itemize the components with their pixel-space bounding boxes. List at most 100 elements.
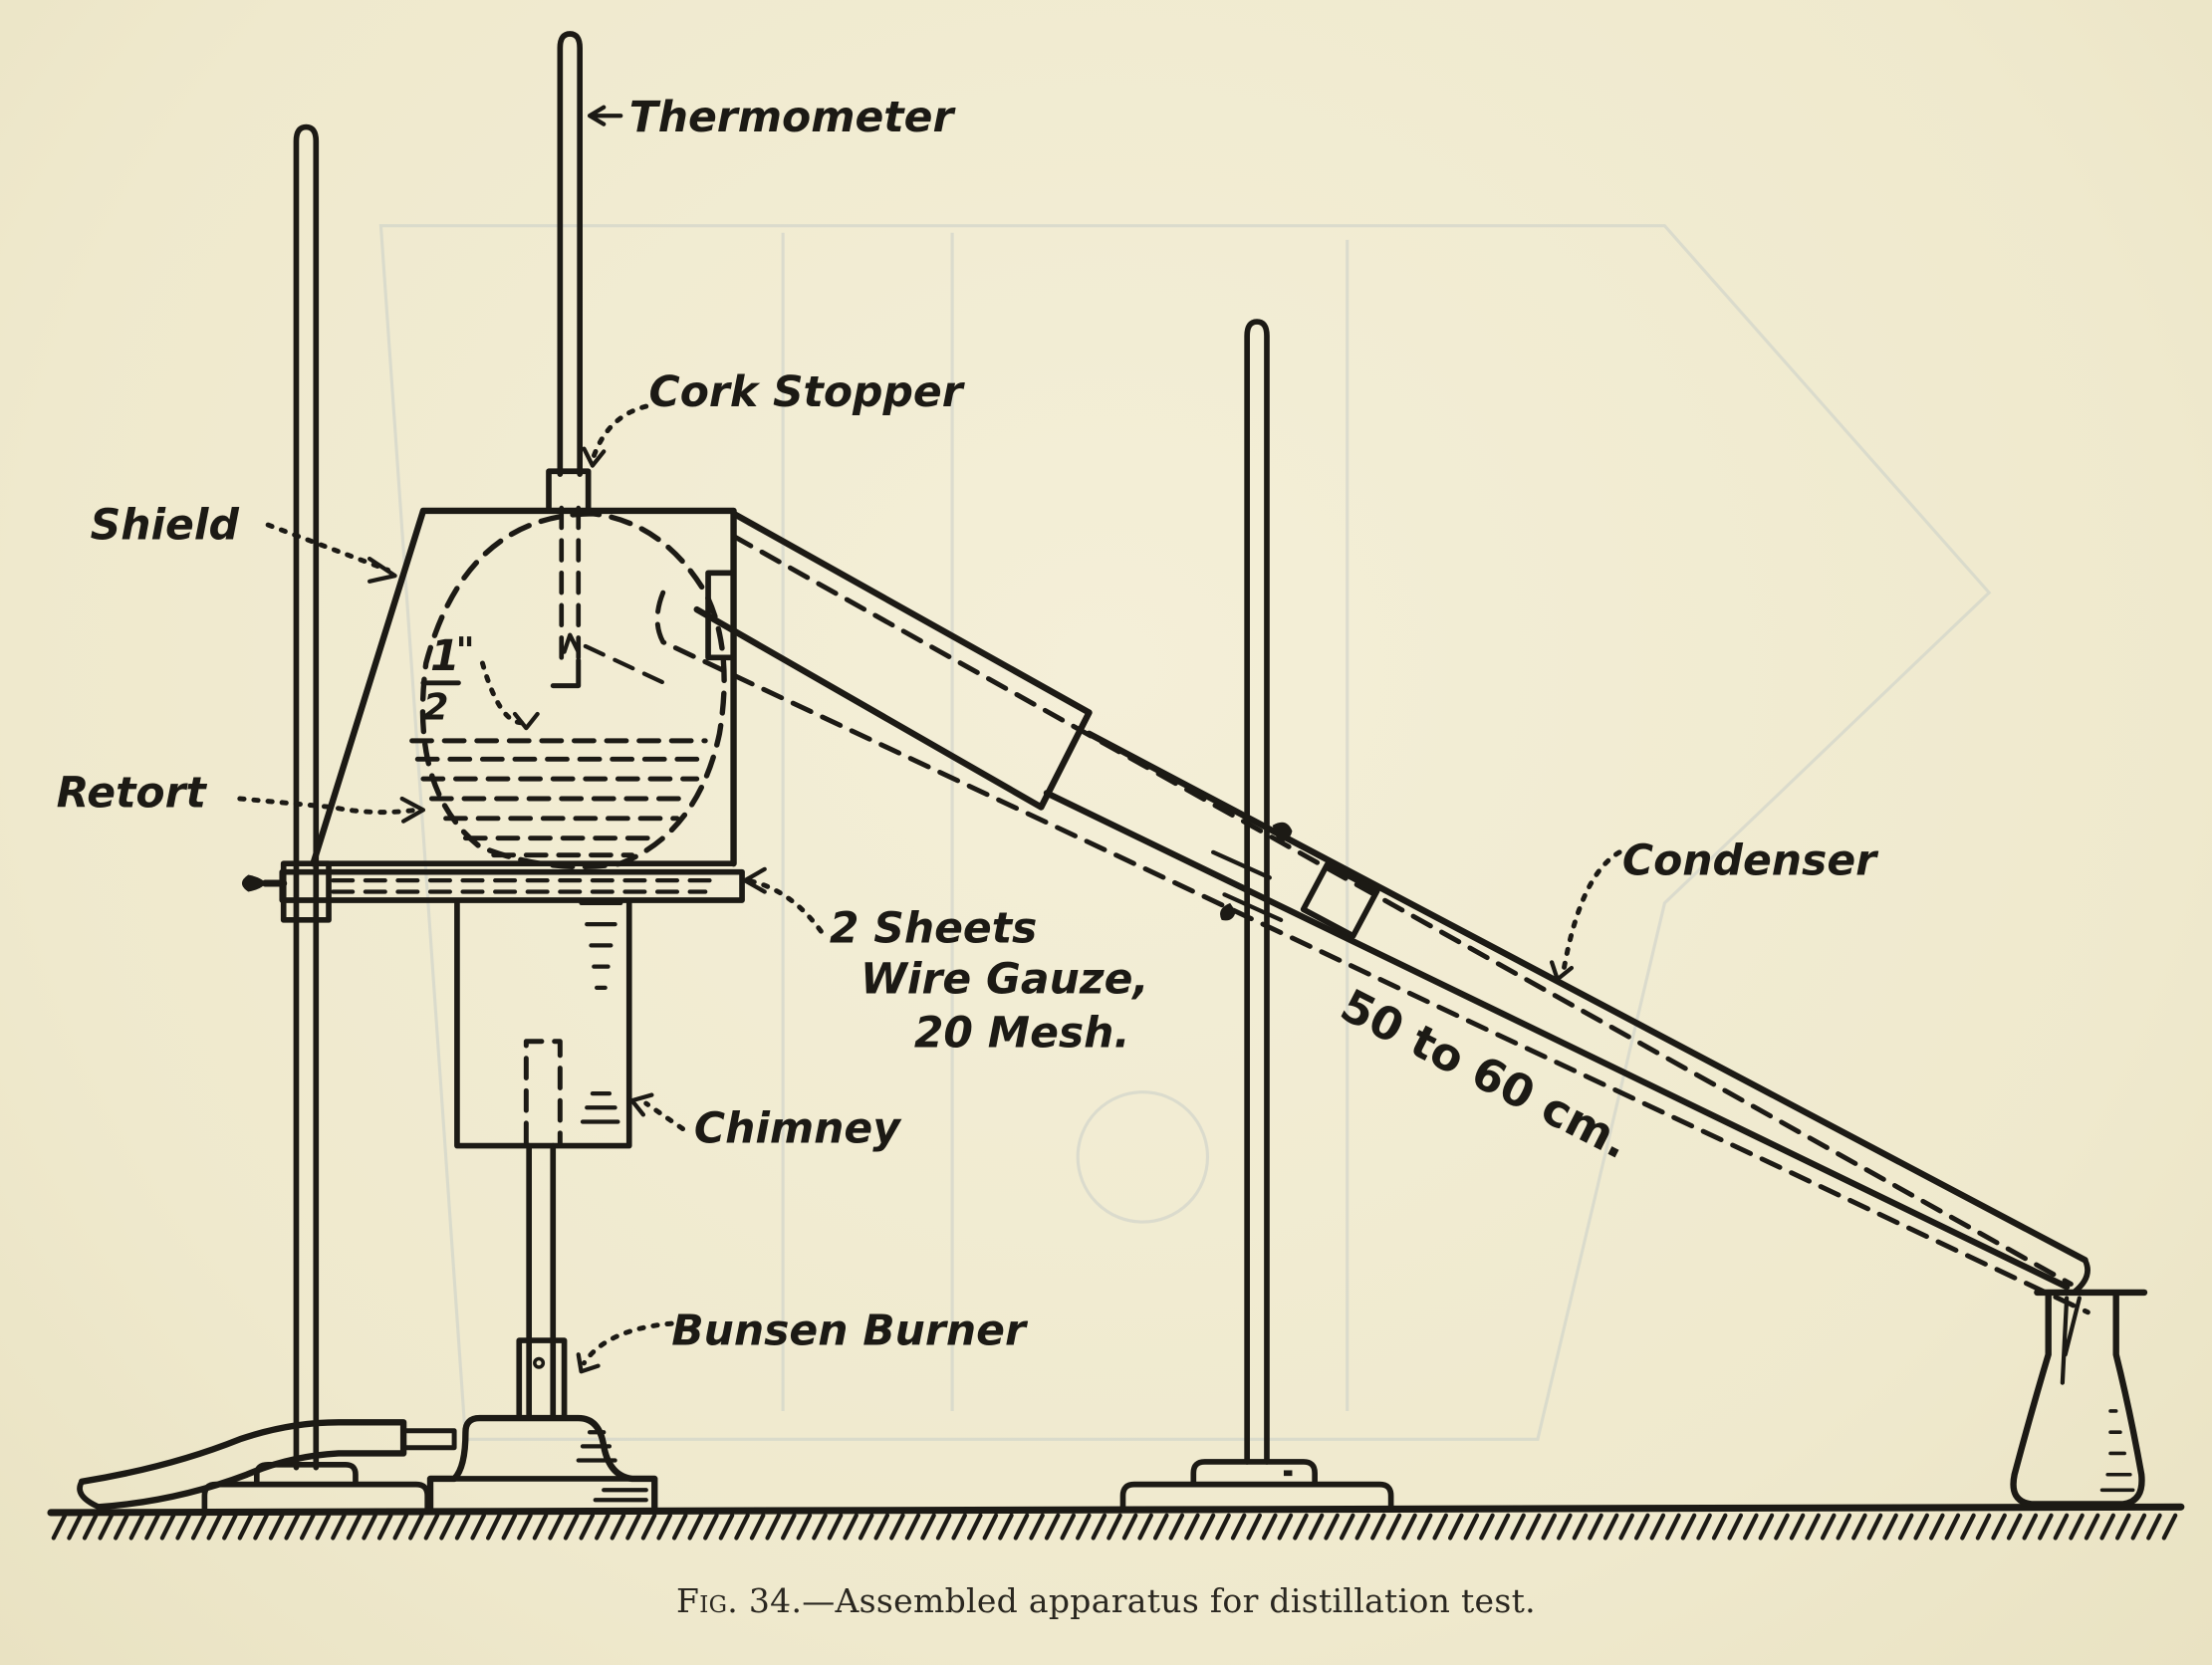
ground-hatch-mark — [1494, 1513, 1511, 1541]
ground-hatch-mark — [656, 1513, 672, 1541]
ground-hatch-mark — [315, 1513, 332, 1541]
ground-hatch-mark — [331, 1513, 347, 1541]
ground-hatch-mark — [1230, 1513, 1247, 1541]
ground-hatch-mark — [1897, 1513, 1914, 1541]
ground-hatch-mark — [222, 1513, 238, 1541]
ground-hatch-mark — [1805, 1513, 1821, 1541]
ground-hatch-mark — [718, 1513, 735, 1541]
chimney — [454, 900, 632, 1149]
ground-hatch-mark — [2114, 1513, 2131, 1541]
ground-hatch-mark — [1060, 1513, 1077, 1541]
ground-hatch-mark — [284, 1513, 300, 1541]
ground-hatch-mark — [517, 1513, 533, 1541]
ground-hatch-mark — [2022, 1513, 2039, 1541]
ground-hatch-mark — [1665, 1513, 1681, 1541]
ground-hatch-mark — [299, 1513, 316, 1541]
ground-hatch-mark — [1184, 1513, 1200, 1541]
ground-hatch-mark — [765, 1513, 782, 1541]
ground-hatch-mark — [625, 1513, 641, 1541]
ground-hatch-mark — [82, 1513, 99, 1541]
ground-hatch-mark — [1262, 1513, 1278, 1541]
ground-hatch-mark — [1758, 1513, 1775, 1541]
ground-hatch-mark — [640, 1513, 657, 1541]
ground-hatch-mark — [1308, 1513, 1325, 1541]
ground-hatch-mark — [1541, 1513, 1558, 1541]
ground-hatch-mark — [2069, 1513, 2085, 1541]
ground-hatch-mark — [346, 1513, 363, 1541]
bunsen-burner-label: Bunsen Burner — [671, 1307, 1029, 1355]
shield-label: Shield — [91, 501, 240, 550]
bleed-through — [378, 224, 1992, 1441]
ground-hatch-mark — [2084, 1513, 2100, 1541]
ground-hatch-mark — [1385, 1513, 1402, 1541]
ground-hatch-mark — [1354, 1513, 1371, 1541]
ground-hatch-mark — [253, 1513, 269, 1541]
ground-hatch-mark — [1401, 1513, 1417, 1541]
ground-hatch-mark — [1168, 1513, 1185, 1541]
ground-hatch-mark — [1091, 1513, 1107, 1541]
ground-hatch-mark — [1975, 1513, 1992, 1541]
wire-gauze — [279, 868, 745, 903]
ground-hatch-mark — [67, 1513, 83, 1541]
ground-hatch-mark — [998, 1513, 1014, 1541]
ground-hatch-mark — [1076, 1513, 1092, 1541]
ground-hatch-mark — [1743, 1513, 1759, 1541]
ground-hatch-mark — [563, 1513, 580, 1541]
ground-hatch-mark — [51, 1513, 68, 1541]
ground-hatch-mark — [1215, 1513, 1231, 1541]
ground-hatch-mark — [1820, 1513, 1837, 1541]
retort — [409, 511, 2090, 1315]
ground-hatch-mark — [485, 1513, 502, 1541]
ground-hatch-mark — [376, 1513, 393, 1541]
ground-hatch-mark — [1633, 1513, 1650, 1541]
ground-hatch-mark — [268, 1513, 285, 1541]
half-inch-dimension: 1 " 2 — [420, 629, 672, 731]
figure-caption: Fig. 34.—Assembled apparatus for distill… — [0, 1581, 2212, 1620]
ground-hatch-mark — [1991, 1513, 2007, 1541]
ground-hatch-mark — [1199, 1513, 1216, 1541]
half-inch-denominator: 2 — [423, 686, 449, 729]
ground-hatch-mark — [1013, 1513, 1030, 1541]
ground-hatch-mark — [687, 1513, 704, 1541]
bunsen-burner — [426, 1142, 658, 1514]
ground-hatch-mark — [237, 1513, 254, 1541]
ground-hatch-mark — [827, 1513, 844, 1541]
ground-hatch-mark — [1866, 1513, 1883, 1541]
ground-hatch-mark — [671, 1513, 688, 1541]
inch-mark: " — [456, 629, 475, 672]
cork-stopper-label: Cork Stopper — [649, 368, 966, 417]
gauze-label-line1: 2 Sheets — [830, 905, 1037, 954]
labels: Thermometer Cork Stopper Shield Retort 2… — [57, 94, 1879, 1356]
ground-hatch-mark — [610, 1513, 626, 1541]
ground-hatch-mark — [1960, 1513, 1976, 1541]
ground-hatch-mark — [1432, 1513, 1448, 1541]
ground-hatch-mark — [1774, 1513, 1790, 1541]
ground-hatch-mark — [904, 1513, 921, 1541]
receiving-flask — [2010, 1289, 2148, 1508]
ground-hatch-mark — [1789, 1513, 1806, 1541]
ground-hatch-mark — [935, 1513, 952, 1541]
ground-hatch-mark — [1680, 1513, 1697, 1541]
ground-hatch-mark — [1913, 1513, 1930, 1541]
ground-hatch-mark — [1370, 1513, 1386, 1541]
ground-hatch-mark — [1727, 1513, 1744, 1541]
gauze-label-line2: Wire Gauze, — [860, 956, 1149, 1005]
ground-hatch-mark — [1293, 1513, 1309, 1541]
ground-hatch-mark — [1044, 1513, 1061, 1541]
cork-stopper — [546, 468, 592, 514]
figure-caption-text: —Assembled apparatus for distillation te… — [802, 1581, 1536, 1620]
ground-hatch-mark — [2146, 1513, 2162, 1541]
ground-hatch-mark — [423, 1513, 440, 1541]
ring-stand-right — [1119, 319, 1394, 1513]
ground-line — [47, 1503, 2185, 1541]
ground-hatch-mark — [1929, 1513, 1945, 1541]
ground-hatch-mark — [190, 1513, 207, 1541]
ground-hatch-mark — [843, 1513, 859, 1541]
ground-hatch-mark — [144, 1513, 160, 1541]
ground-hatch-mark — [703, 1513, 719, 1541]
ground-hatch-mark — [966, 1513, 983, 1541]
ground-hatch-mark — [1463, 1513, 1480, 1541]
ground-hatch-mark — [2130, 1513, 2147, 1541]
